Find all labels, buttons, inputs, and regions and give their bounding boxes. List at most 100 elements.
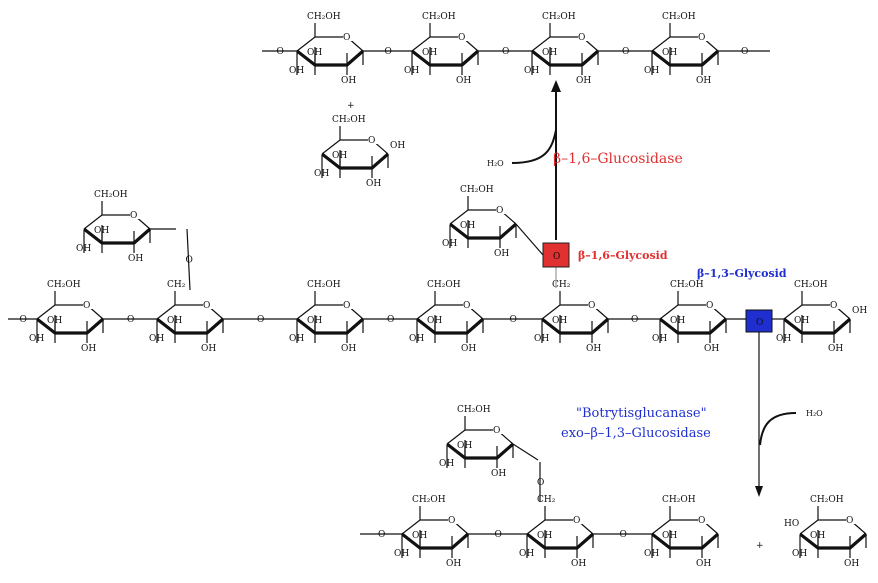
ring-o-mask [706,299,716,309]
hydrolysis-arrow-top [511,80,561,240]
ring-front-bond [296,49,365,67]
c4-hydroxyl: OH [792,549,807,559]
ring-front-bond [411,49,480,67]
ring-front-bond [526,532,595,550]
hydrolysis-arrow-bottom [755,330,797,497]
bond-13-oxygen: O [756,318,763,328]
ring-o-mask [493,424,503,434]
ring-back-bond [296,36,364,52]
ring-front-bond [531,49,600,67]
c3-hydroxyl: OH [537,531,552,541]
c4-hydroxyl: OH [149,334,164,344]
c6-group: CH₂OH [307,12,341,22]
c4-hydroxyl: OH [524,66,539,76]
c2-hydroxyl: OH [128,254,143,264]
beta-1-3-bond-marker [745,309,773,333]
ring-front-bond [651,49,720,67]
c4-hydroxyl: OH [394,549,409,559]
c2-hydroxyl: OH [81,344,96,354]
ring-oxygen: O [588,301,595,311]
c2-hydroxyl: OH [696,76,711,86]
c3-hydroxyl: OH [670,316,685,326]
c6-group: CH₂OH [427,280,461,290]
glycosidic-oxygen: O [502,47,509,57]
c1-hydroxyl: OH [852,306,867,316]
ring-back-bond [531,36,599,52]
ring-oxygen: O [203,301,210,311]
c6-group: CH₂OH [662,495,696,505]
glycosidic-oxygen: O [20,315,27,325]
glycosidic-oxygen: O [387,315,394,325]
c6-group: CH₂OH [332,115,366,125]
c2-hydroxyl: OH [201,344,216,354]
ring-back-bond [659,304,727,320]
c6-group: CH₂OH [794,280,828,290]
c3-hydroxyl: OH [662,531,677,541]
ring-front-bond [416,317,485,335]
ring-oxygen: O [458,33,465,43]
ring-o-mask [496,204,506,214]
ring-o-mask [203,299,213,309]
c6-group: CH₂OH [47,280,81,290]
c2-hydroxyl: OH [571,559,586,569]
c3-hydroxyl: OH [542,48,557,58]
ring-oxygen: O [130,211,137,221]
ring-back-bond [783,304,851,320]
ring-oxygen: O [698,33,705,43]
c3-hydroxyl: OH [307,316,322,326]
c4-hydroxyl: OH [644,549,659,559]
c6-group: CH₂OH [670,280,704,290]
ring-back-bond [321,139,389,155]
c6-group: CH₂ [167,280,186,290]
glycosidic-oxygen: O [631,315,638,325]
c3-hydroxyl: OH [794,316,809,326]
c4-hydroxyl: OH [442,239,457,249]
glycosidic-bond [515,223,544,256]
ring-front-bond [651,532,720,550]
c3-hydroxyl: OH [427,316,442,326]
bond-13-label: β–1,3–Glycosid [697,267,787,280]
glycosidic-oxygen: O [257,315,264,325]
glycosidic-oxygen: O [127,315,134,325]
ring-o-mask [463,299,473,309]
glycosidic-oxygen: O [537,478,544,488]
c4-hydroxyl: OH [644,66,659,76]
c3-hydroxyl: OH [332,151,347,161]
c2-hydroxyl: OH [341,76,356,86]
c2-hydroxyl: OH [696,559,711,569]
c3-hydroxyl: OH [167,316,182,326]
ring-oxygen: O [496,206,503,216]
glycosidic-oxygen: O [620,530,627,540]
c4-hydroxyl: OH [534,334,549,344]
ring-oxygen: O [343,33,350,43]
ring-front-bond [541,317,610,335]
glycosidic-bond [186,228,191,291]
c2-hydroxyl: OH [456,76,471,86]
c6-group: CH₂OH [460,185,494,195]
c2-hydroxyl: OH [586,344,601,354]
c3-hydroxyl: OH [412,531,427,541]
c3-hydroxyl: OH [422,48,437,58]
ring-front-bond [449,222,518,240]
c4-hydroxyl: OH [652,334,667,344]
ring-front-bond [799,532,868,550]
c4-hydroxyl: OH [76,244,91,254]
ring-back-bond [651,519,719,535]
ring-front-bond [296,317,365,335]
ring-o-mask [458,31,468,41]
ring-oxygen: O [573,516,580,526]
ring-front-bond [83,227,152,245]
c2-hydroxyl: OH [704,344,719,354]
c2-hydroxyl: OH [366,179,381,189]
beta-1-6-bond-marker [542,242,570,268]
ring-back-bond [83,214,151,230]
